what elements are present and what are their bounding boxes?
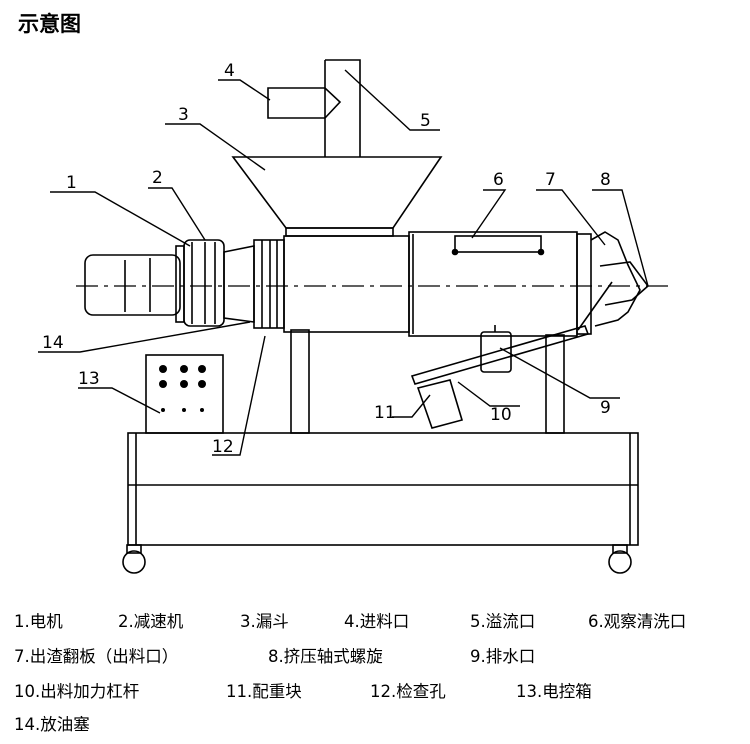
callout-10: 10 xyxy=(490,405,512,425)
callout-3: 3 xyxy=(178,105,189,125)
reducer xyxy=(183,239,255,327)
legend-item: 9.排水口 xyxy=(470,647,536,666)
feed-pipe xyxy=(267,59,361,157)
legend-item: 4.进料口 xyxy=(344,612,410,631)
callout-2: 2 xyxy=(152,168,163,188)
hopper xyxy=(231,156,443,237)
wheel-left xyxy=(122,544,146,574)
legend-item: 3.漏斗 xyxy=(240,612,289,631)
legend-item: 11.配重块 xyxy=(226,682,302,701)
callout-13: 13 xyxy=(78,369,100,389)
callout-labels: 1 2 3 4 5 6 7 8 9 10 11 12 13 14 xyxy=(42,61,611,457)
callout-4: 4 xyxy=(224,61,235,81)
control-box xyxy=(145,354,224,434)
machine-diagram: 1 2 3 4 5 6 7 8 9 10 11 12 13 14 xyxy=(38,59,668,574)
base-frame xyxy=(127,432,639,546)
callout-11: 11 xyxy=(374,403,396,423)
callout-9: 9 xyxy=(600,398,611,418)
legend-item: 10.出料加力杠杆 xyxy=(14,682,140,701)
inspection-flange xyxy=(253,239,285,329)
callout-7: 7 xyxy=(545,170,556,190)
legend-item: 1.电机 xyxy=(14,612,63,631)
callout-12: 12 xyxy=(212,437,234,457)
legend-item: 8.挤压轴式螺旋 xyxy=(268,647,383,666)
motor xyxy=(84,245,185,323)
observation-port xyxy=(451,235,545,256)
callout-6: 6 xyxy=(493,170,504,190)
wheel-right xyxy=(608,544,632,574)
lever xyxy=(410,325,590,385)
diagram-title: 示意图 xyxy=(18,12,81,36)
legend-item: 13.电控箱 xyxy=(516,682,592,701)
screw-body xyxy=(283,231,592,337)
legend-item: 2.减速机 xyxy=(118,612,184,631)
legend-item: 7.出渣翻板（出料口） xyxy=(14,647,179,666)
callout-5: 5 xyxy=(420,111,431,131)
callout-1: 1 xyxy=(66,173,77,193)
legend-item: 12.检查孔 xyxy=(370,682,446,701)
leader-lines xyxy=(38,69,649,456)
counterweight xyxy=(416,379,464,429)
legend-item: 14.放油塞 xyxy=(14,715,90,734)
legend-item: 6.观察清洗口 xyxy=(588,612,687,631)
legend-item: 5.溢流口 xyxy=(470,612,536,631)
callout-8: 8 xyxy=(600,170,611,190)
callout-14: 14 xyxy=(42,333,64,353)
drain-outlet xyxy=(480,325,512,373)
